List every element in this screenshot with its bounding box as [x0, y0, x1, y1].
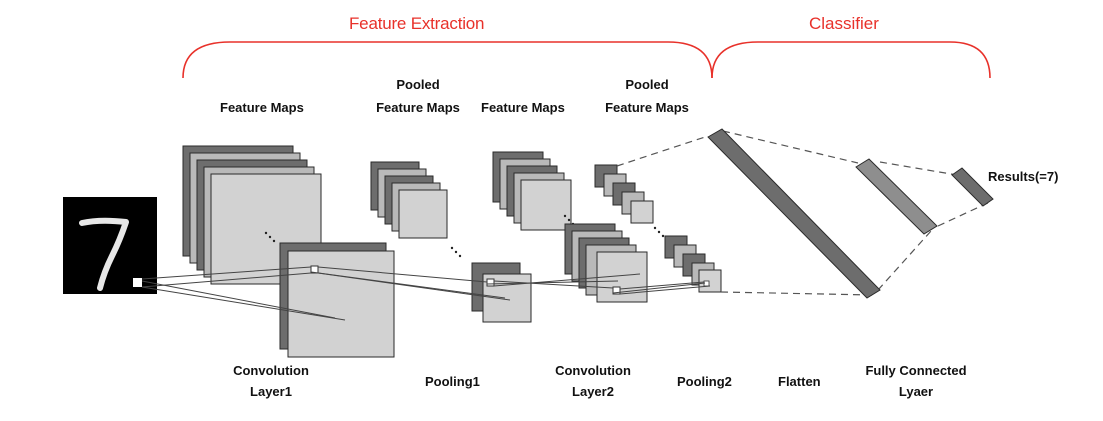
label-pooled-feature-maps-2: Pooled Feature Maps [598, 76, 696, 116]
label-conv2-line2: Layer2 [572, 384, 614, 399]
pooling1-feature-maps [370, 161, 532, 323]
label-conv1-line2: Layer1 [250, 384, 292, 399]
input-receptive-field [133, 278, 142, 287]
section-title-feature-extraction: Feature Extraction [349, 14, 485, 33]
feature-extraction-bracket [182, 41, 713, 79]
label-pooled-1-line2: Feature Maps [376, 100, 460, 115]
label-pooled-2-line1: Pooled [625, 77, 669, 92]
fully-connected-vector [855, 158, 938, 235]
label-pooling2: Pooling2 [677, 374, 732, 389]
label-pooled-feature-maps-1: Pooled Feature Maps [371, 76, 465, 116]
label-pooled-2-line2: Feature Maps [605, 100, 689, 115]
label-feature-maps-2: Feature Maps [481, 100, 565, 115]
flatten-vector [707, 128, 881, 299]
input-image [63, 197, 157, 294]
label-convolution-layer2: Convolution Layer2 [550, 362, 636, 400]
label-conv1-line1: Convolution [233, 363, 309, 378]
label-fc-line1: Fully Connected [865, 363, 967, 378]
result-vector [951, 167, 994, 207]
label-conv2-line1: Convolution [555, 363, 631, 378]
receptive-field-lines [141, 266, 711, 321]
classifier-bracket [711, 41, 991, 79]
label-flatten: Flatten [778, 374, 821, 389]
conv1-feature-maps [182, 145, 395, 358]
label-fully-connected-layer: Fully Connected Lyaer [857, 362, 975, 400]
section-title-classifier: Classifier [809, 14, 879, 33]
label-pooling1: Pooling1 [425, 374, 480, 389]
label-convolution-layer1: Convolution Layer1 [228, 362, 314, 400]
label-pooled-1-line1: Pooled [396, 77, 440, 92]
label-feature-maps-1: Feature Maps [220, 100, 304, 115]
label-fc-line2: Lyaer [898, 384, 934, 399]
label-results: Results(=7) [988, 169, 1059, 184]
conv2-feature-maps [492, 151, 648, 303]
